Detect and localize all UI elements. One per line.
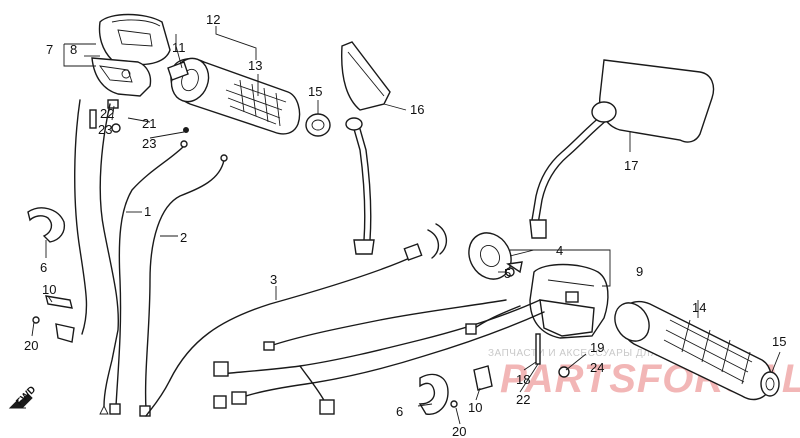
left-bar-end-part <box>305 113 331 137</box>
callout-4: 4 <box>556 243 563 258</box>
callout-2: 2 <box>180 230 187 245</box>
callout-12: 12 <box>206 12 220 27</box>
callout-15-right: 15 <box>772 334 786 349</box>
callout-11: 11 <box>172 40 186 55</box>
left-clamp-part <box>27 207 75 343</box>
callout-17: 17 <box>624 158 638 173</box>
left-grip-part <box>167 57 301 135</box>
callout-3: 3 <box>270 272 277 287</box>
callout-13: 13 <box>248 58 262 73</box>
left-fasteners-part <box>89 99 189 133</box>
callout-20-left: 20 <box>24 338 38 353</box>
fwd-direction-marker: FWD <box>8 384 38 409</box>
fwd-label: FWD <box>14 384 38 408</box>
right-switch-housing-part <box>468 232 609 339</box>
callout-22-right: 22 <box>516 392 530 407</box>
left-switch-housing-part <box>91 13 171 97</box>
cable-3-part <box>145 243 423 417</box>
right-bar-end-part <box>760 371 780 397</box>
callout-10-right: 10 <box>468 400 482 415</box>
callout-9: 9 <box>636 264 643 279</box>
callout-21: 21 <box>142 116 156 131</box>
right-wire-harness-part <box>213 223 545 415</box>
callout-6-left: 6 <box>40 260 47 275</box>
callout-5: 5 <box>504 266 511 281</box>
callout-15-left: 15 <box>308 84 322 99</box>
callout-14: 14 <box>692 300 706 315</box>
callout-19: 19 <box>590 340 604 355</box>
callout-1: 1 <box>144 204 151 219</box>
callout-24: 24 <box>590 360 604 375</box>
arrow-fwd-icon <box>8 393 33 409</box>
cable-1-part <box>74 99 120 415</box>
callout-22-left: 22 <box>100 106 114 121</box>
watermark-small-text: ЗАПЧАСТИ И АКСЕССУАРЫ ДЛЯ ТЕХНИКИ <box>488 348 712 359</box>
callout-10-left: 10 <box>42 282 56 297</box>
leader-lines <box>31 26 781 425</box>
right-mirror-part <box>529 59 715 239</box>
callout-16: 16 <box>410 102 424 117</box>
left-mirror-part <box>340 41 391 255</box>
cable-2-part <box>109 140 228 417</box>
callout-18: 18 <box>516 372 530 387</box>
callout-labels: 12 7 8 11 13 15 16 22 21 23 23 1 2 6 10 … <box>24 12 786 438</box>
callout-23-left: 23 <box>98 122 112 137</box>
callout-8: 8 <box>70 42 77 57</box>
callout-20-right: 20 <box>452 424 466 438</box>
callout-7: 7 <box>46 42 53 57</box>
callout-23-right: 23 <box>142 136 156 151</box>
callout-6-right: 6 <box>396 404 403 419</box>
